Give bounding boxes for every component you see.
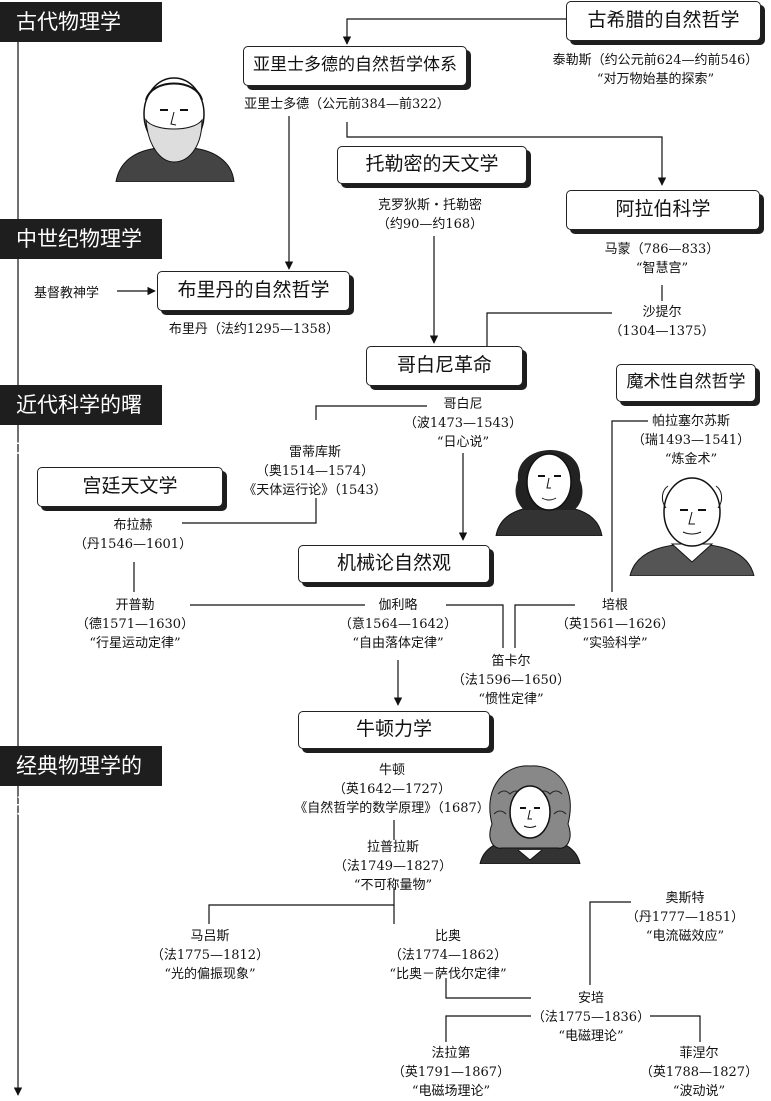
person-ptolemy: 克罗狄斯・托勒密（约90—约168） — [376, 198, 484, 232]
box-aristotle-system: 亚里士多德的自然哲学体系 — [243, 46, 467, 86]
era-classical: 经典物理学的开端 — [0, 746, 162, 818]
era-medieval: 中世纪物理学 — [0, 219, 162, 259]
person-shatir: 沙提尔（1304—1375） — [609, 305, 715, 339]
person-laplace: 拉普拉斯（法1749—1827）“不可称量物” — [333, 840, 453, 893]
person-brahe: 布拉赫（丹1546—1601） — [73, 518, 193, 552]
box-copernican: 哥白尼革命 — [366, 346, 523, 386]
person-rheticus: 雷蒂库斯（奥1514—1574）《天体运行论》（1543） — [243, 445, 387, 498]
person-copernicus: 哥白尼（波1473—1543）“日心说” — [403, 397, 523, 450]
person-faraday: 法拉第（英1791—1867）“电磁场理论” — [391, 1046, 511, 1099]
paracelsus-portrait — [629, 477, 755, 576]
copernicus-portrait — [495, 449, 603, 536]
christian-theology: 基督教神学 — [34, 286, 100, 301]
person-paracelsus: 帕拉塞尔苏斯（瑞1493—1541）“炼金术” — [631, 414, 751, 467]
era-dawn: 近代科学的曙光 — [0, 385, 162, 457]
box-buridan: 布里丹的自然哲学 — [157, 271, 350, 311]
person-kepler: 开普勒（德1571—1630）“行星运动定律” — [75, 598, 195, 651]
era-ancient: 古代物理学 — [0, 2, 162, 42]
box-newtonian: 牛顿力学 — [298, 711, 490, 749]
person-oersted: 奥斯特（丹1777—1851）“电流磁效应” — [625, 891, 745, 944]
box-magic: 魔术性自然哲学 — [616, 364, 756, 402]
person-newton: 牛顿（英1642—1727）《自然哲学的数学原理》（1687） — [294, 763, 490, 816]
person-thales: 泰勒斯（约公元前624—约前546）“对万物始基的探索” — [552, 53, 759, 87]
person-biot: 比奥（法1774—1862）“比奥－萨伐尔定律” — [388, 929, 508, 982]
box-ptolemy: 托勒密的天文学 — [337, 146, 527, 184]
person-ampere: 安培（法1775—1836）“电磁理论” — [531, 991, 651, 1044]
person-malus: 马吕斯（法1775—1812）“光的偏振现象” — [150, 929, 270, 982]
person-descartes: 笛卡尔（法1596—1650）“惯性定律” — [451, 654, 571, 707]
person-fresnel: 菲涅尔（英1788—1827）“波动说” — [639, 1046, 759, 1099]
newton-portrait — [479, 765, 581, 864]
person-aristotle: 亚里士多德（公元前384—前322） — [244, 97, 450, 112]
box-court: 宫廷天文学 — [37, 467, 223, 507]
box-mechanistic: 机械论自然观 — [298, 545, 490, 583]
person-buridan: 布里丹（法约1295—1358） — [168, 322, 340, 337]
person-mamun: 马蒙（786—833）“智慧宫” — [604, 242, 720, 276]
box-arabic: 阿拉伯科学 — [566, 190, 760, 230]
box-greek: 古希腊的自然哲学 — [566, 1, 761, 41]
person-bacon: 培根（英1561—1626）“实验科学” — [555, 598, 675, 651]
aristotle-portrait — [115, 77, 235, 182]
person-galileo: 伽利略（意1564—1642）“自由落体定律” — [338, 598, 458, 651]
